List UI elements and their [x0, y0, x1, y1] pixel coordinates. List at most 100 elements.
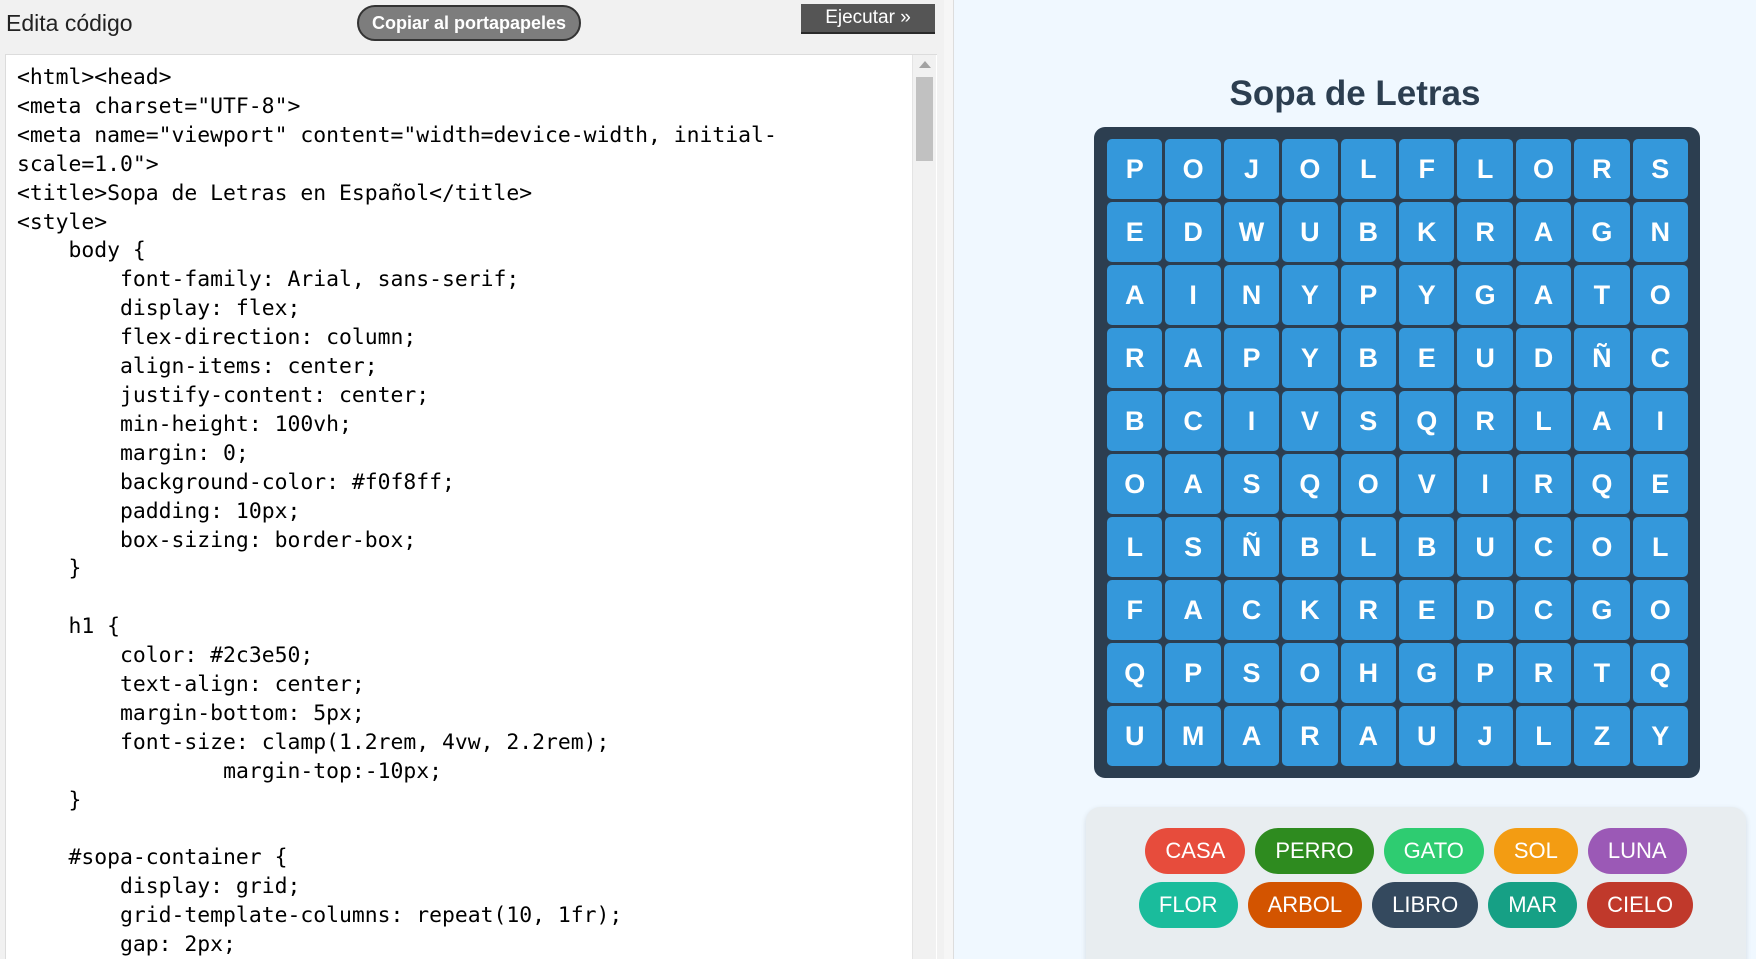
grid-cell[interactable]: M — [1165, 706, 1221, 766]
grid-cell[interactable]: R — [1457, 202, 1513, 262]
grid-cell[interactable]: A — [1223, 706, 1280, 766]
grid-cell[interactable]: I — [1457, 454, 1513, 514]
grid-cell[interactable]: F — [1107, 580, 1163, 640]
grid-cell[interactable]: G — [1399, 643, 1455, 703]
grid-cell[interactable]: D — [1515, 328, 1572, 388]
grid-cell[interactable]: V — [1282, 391, 1338, 451]
grid-cell[interactable]: Ñ — [1574, 328, 1630, 388]
grid-cell[interactable]: H — [1340, 643, 1396, 703]
grid-cell[interactable]: D — [1165, 202, 1221, 262]
grid-cell[interactable]: V — [1399, 454, 1455, 514]
code-textarea[interactable]: <html><head> <meta charset="UTF-8"> <met… — [5, 54, 937, 959]
grid-cell[interactable]: R — [1574, 139, 1630, 199]
grid-cell[interactable]: R — [1457, 391, 1513, 451]
grid-cell[interactable]: L — [1107, 517, 1163, 577]
grid-cell[interactable]: U — [1282, 202, 1338, 262]
grid-cell[interactable]: A — [1107, 265, 1163, 325]
grid-cell[interactable]: G — [1574, 580, 1630, 640]
grid-cell[interactable]: B — [1399, 517, 1455, 577]
grid-cell[interactable]: A — [1165, 328, 1221, 388]
grid-cell[interactable]: D — [1457, 580, 1513, 640]
grid-cell[interactable]: O — [1107, 454, 1163, 514]
grid-cell[interactable]: Y — [1282, 265, 1338, 325]
grid-cell[interactable]: Q — [1574, 454, 1630, 514]
run-button[interactable]: Ejecutar » — [801, 4, 935, 34]
grid-cell[interactable]: P — [1457, 643, 1513, 703]
grid-cell[interactable]: E — [1107, 202, 1163, 262]
grid-cell[interactable]: L — [1340, 517, 1396, 577]
grid-cell[interactable]: Z — [1574, 706, 1630, 766]
grid-cell[interactable]: R — [1515, 454, 1572, 514]
grid-cell[interactable]: S — [1223, 643, 1280, 703]
grid-cell[interactable]: O — [1632, 265, 1688, 325]
scrollbar-thumb[interactable] — [916, 77, 933, 161]
grid-cell[interactable]: O — [1282, 139, 1338, 199]
grid-cell[interactable]: C — [1515, 580, 1572, 640]
grid-cell[interactable]: S — [1223, 454, 1280, 514]
grid-cell[interactable]: A — [1165, 580, 1221, 640]
grid-cell[interactable]: A — [1165, 454, 1221, 514]
grid-cell[interactable]: C — [1165, 391, 1221, 451]
grid-cell[interactable]: L — [1515, 706, 1572, 766]
grid-cell[interactable]: Y — [1399, 265, 1455, 325]
copy-to-clipboard-button[interactable]: Copiar al portapapeles — [357, 5, 581, 41]
grid-cell[interactable]: E — [1399, 580, 1455, 640]
grid-cell[interactable]: G — [1574, 202, 1630, 262]
grid-cell[interactable]: U — [1457, 517, 1513, 577]
grid-cell[interactable]: Q — [1282, 454, 1338, 514]
grid-cell[interactable]: S — [1340, 391, 1396, 451]
grid-cell[interactable]: J — [1223, 139, 1280, 199]
grid-cell[interactable]: E — [1399, 328, 1455, 388]
grid-cell[interactable]: J — [1457, 706, 1513, 766]
grid-cell[interactable]: N — [1223, 265, 1280, 325]
grid-cell[interactable]: C — [1515, 517, 1572, 577]
grid-cell[interactable]: N — [1632, 202, 1688, 262]
grid-cell[interactable]: L — [1515, 391, 1572, 451]
grid-cell[interactable]: U — [1399, 706, 1455, 766]
grid-cell[interactable]: U — [1107, 706, 1163, 766]
grid-cell[interactable]: A — [1515, 202, 1572, 262]
grid-cell[interactable]: K — [1399, 202, 1455, 262]
scroll-up-arrow-icon[interactable] — [919, 61, 931, 68]
grid-cell[interactable]: S — [1165, 517, 1221, 577]
grid-cell[interactable]: B — [1340, 328, 1396, 388]
grid-cell[interactable]: R — [1282, 706, 1338, 766]
grid-cell[interactable]: F — [1399, 139, 1455, 199]
grid-cell[interactable]: I — [1223, 391, 1280, 451]
code-scrollbar[interactable] — [912, 55, 936, 959]
grid-cell[interactable]: U — [1457, 328, 1513, 388]
grid-cell[interactable]: S — [1632, 139, 1688, 199]
grid-cell[interactable]: C — [1632, 328, 1688, 388]
grid-cell[interactable]: Y — [1632, 706, 1688, 766]
grid-cell[interactable]: A — [1515, 265, 1572, 325]
grid-cell[interactable]: G — [1457, 265, 1513, 325]
grid-cell[interactable]: A — [1340, 706, 1396, 766]
grid-cell[interactable]: I — [1165, 265, 1221, 325]
grid-cell[interactable]: I — [1632, 391, 1688, 451]
grid-cell[interactable]: Q — [1107, 643, 1163, 703]
grid-cell[interactable]: T — [1574, 643, 1630, 703]
grid-cell[interactable]: L — [1340, 139, 1396, 199]
grid-cell[interactable]: P — [1340, 265, 1396, 325]
grid-cell[interactable]: O — [1515, 139, 1572, 199]
grid-cell[interactable]: B — [1107, 391, 1163, 451]
grid-cell[interactable]: O — [1282, 643, 1338, 703]
grid-cell[interactable]: O — [1574, 517, 1630, 577]
grid-cell[interactable]: L — [1457, 139, 1513, 199]
grid-cell[interactable]: P — [1165, 643, 1221, 703]
pane-divider[interactable] — [944, 0, 954, 959]
grid-cell[interactable]: Ñ — [1223, 517, 1280, 577]
grid-cell[interactable]: Y — [1282, 328, 1338, 388]
grid-cell[interactable]: Q — [1632, 643, 1688, 703]
grid-cell[interactable]: O — [1340, 454, 1396, 514]
grid-cell[interactable]: O — [1632, 580, 1688, 640]
grid-cell[interactable]: C — [1223, 580, 1280, 640]
code-content[interactable]: <html><head> <meta charset="UTF-8"> <met… — [17, 65, 777, 958]
grid-cell[interactable]: P — [1107, 139, 1163, 199]
grid-cell[interactable]: B — [1282, 517, 1338, 577]
grid-cell[interactable]: R — [1340, 580, 1396, 640]
grid-cell[interactable]: Q — [1399, 391, 1455, 451]
grid-cell[interactable]: E — [1632, 454, 1688, 514]
grid-cell[interactable]: A — [1574, 391, 1630, 451]
grid-cell[interactable]: P — [1223, 328, 1280, 388]
